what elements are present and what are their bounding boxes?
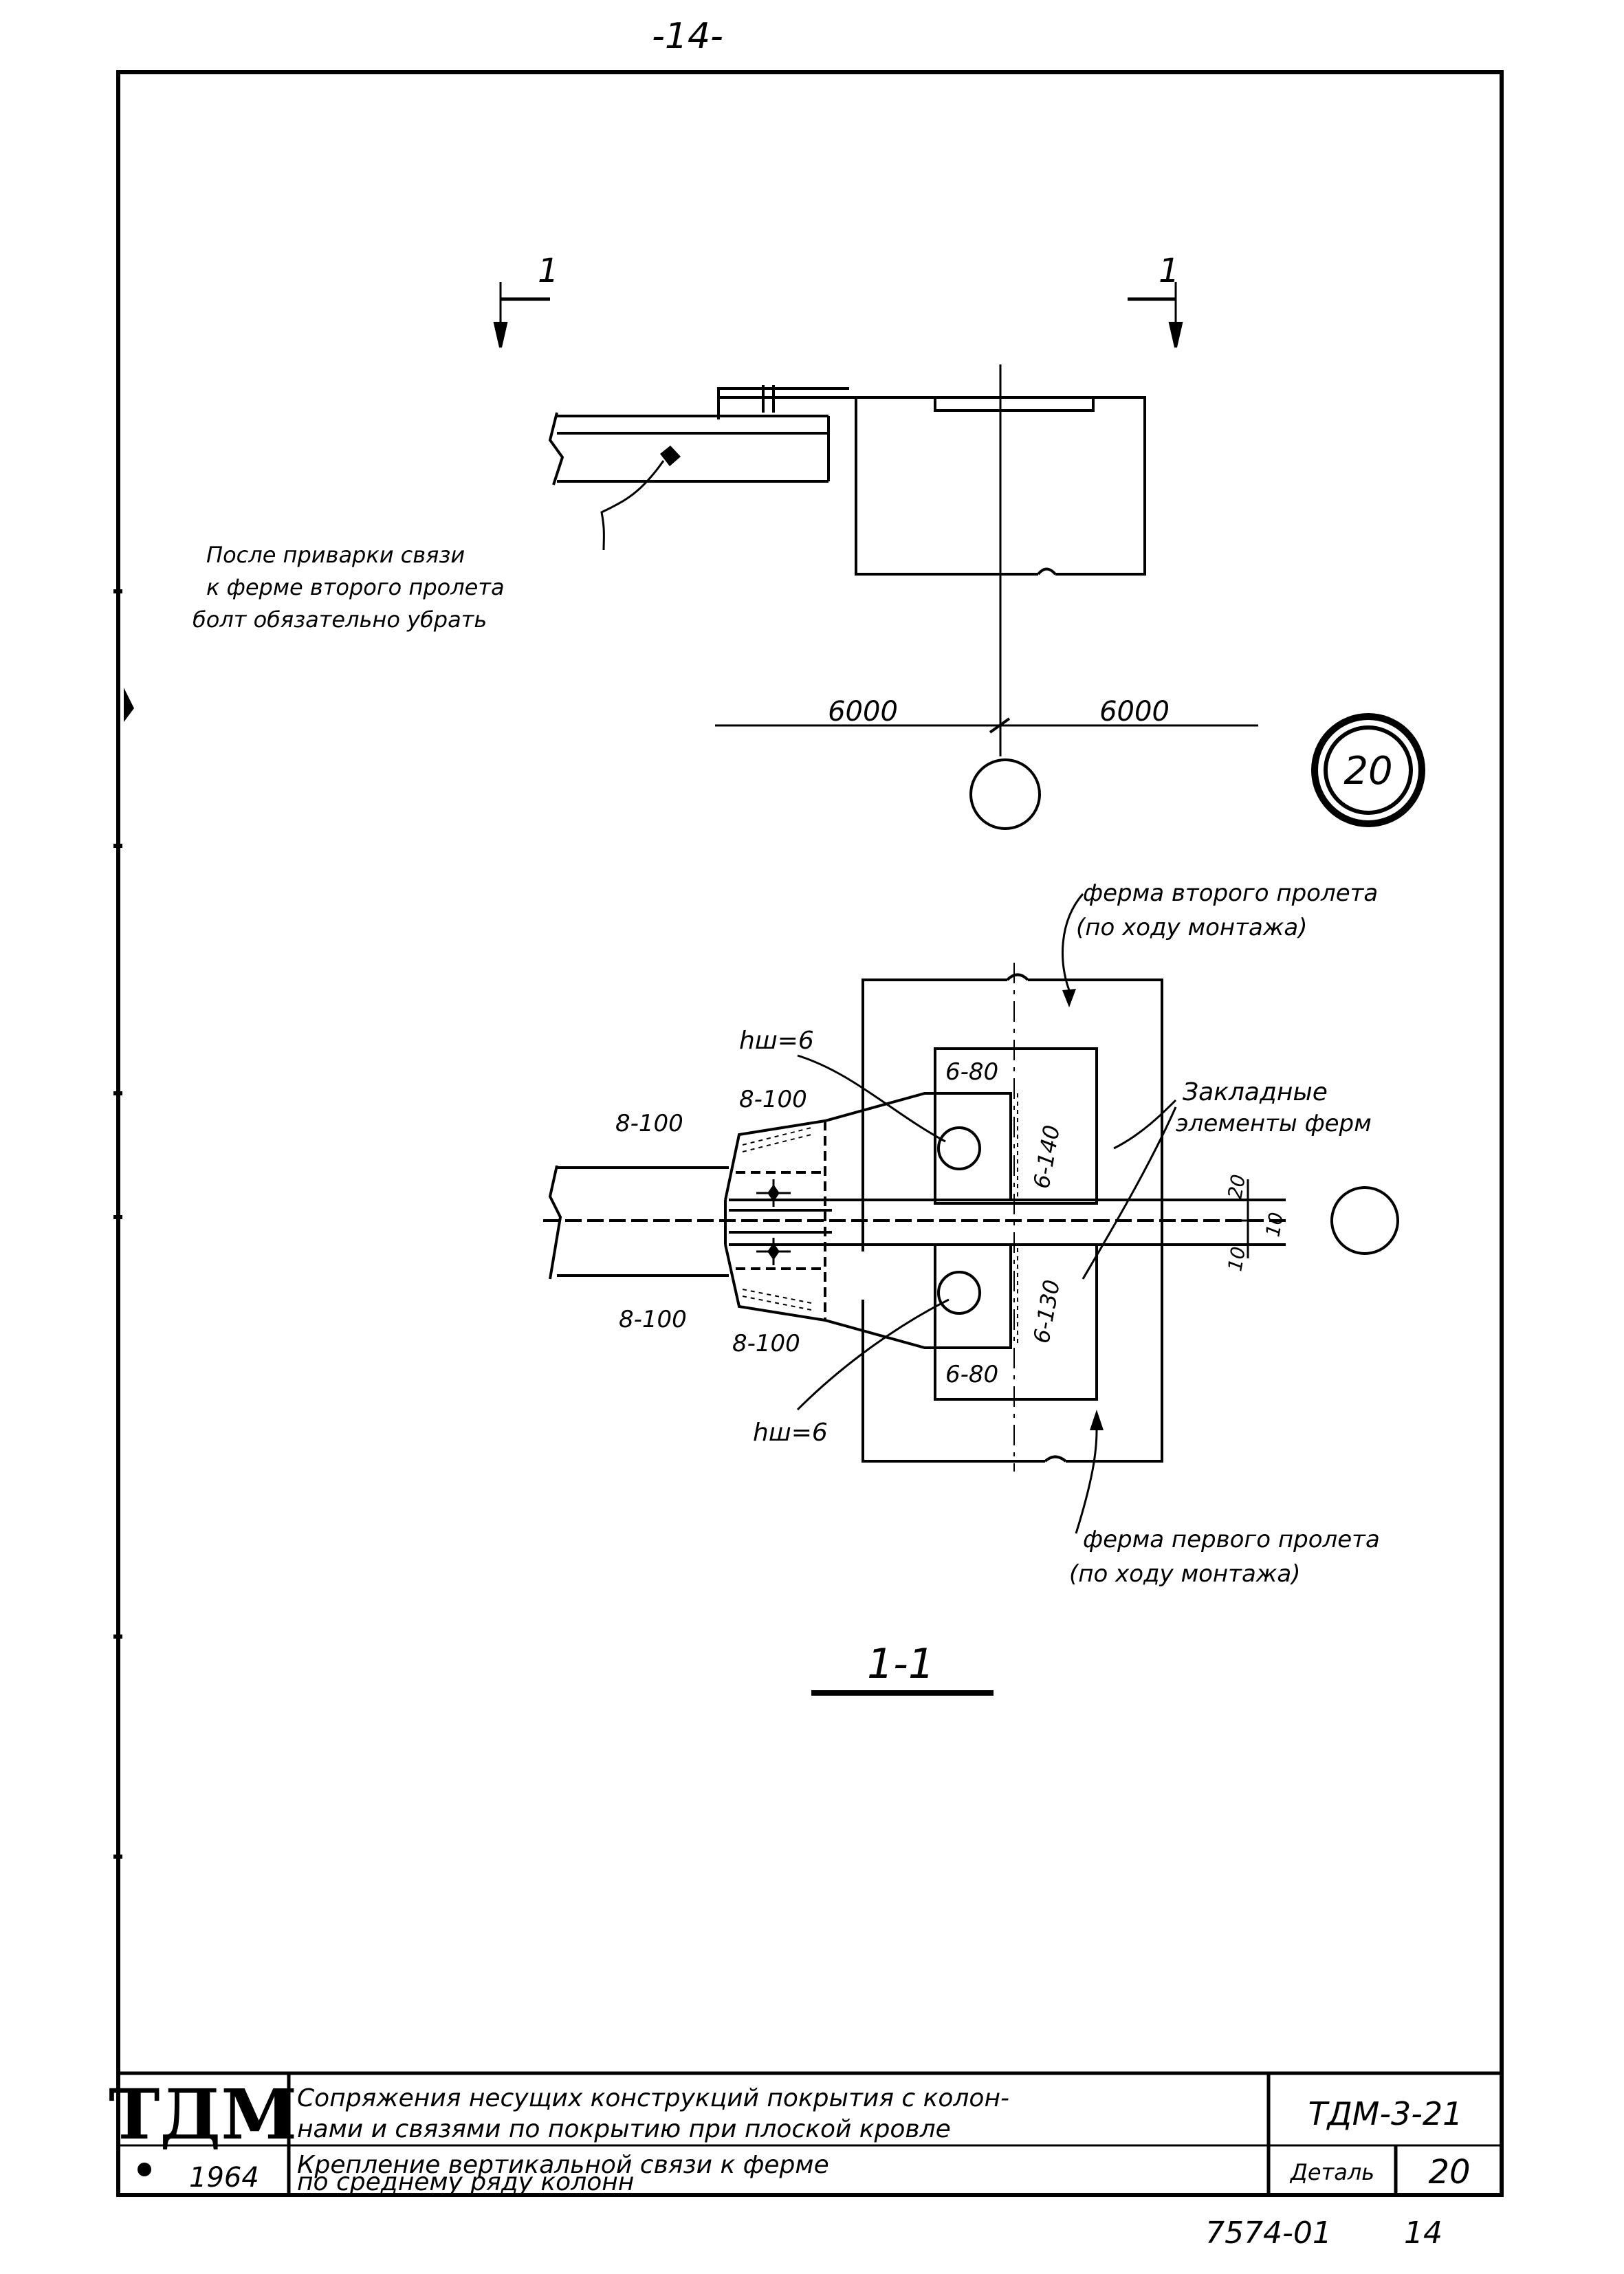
leader-weld-bottom (796, 1298, 950, 1411)
note-line-3: болт обязательно убрать (193, 606, 487, 633)
bolt-marks-section (756, 1179, 791, 1265)
section-cut-right (1128, 282, 1183, 348)
label-weld-bottom: hш=6 (753, 1419, 828, 1447)
footer-archive: 7574-01 (1205, 2216, 1332, 2251)
label-truss-first-1: ферма первого пролета (1083, 1526, 1380, 1553)
edge-arrow-mark (124, 688, 134, 722)
subtitle-line-1: Крепление вертикальной связи к ферме (297, 2151, 829, 2179)
label-weld-6140: 6-140 (1028, 1123, 1065, 1190)
label-weld-top: hш=6 (739, 1027, 814, 1055)
detail-value: 20 (1428, 2153, 1470, 2191)
bolt-hole-bottom (937, 1271, 981, 1315)
label-weld-8100-d: 8-100 (732, 1330, 800, 1357)
label-truss-second-1: ферма второго пролета (1083, 879, 1378, 907)
bracing-member-section (543, 1165, 1286, 1280)
embedded-plate-top (934, 1047, 1098, 1205)
label-weld-680-top: 6-80 (945, 1058, 998, 1086)
section-title: 1-1 (867, 1640, 934, 1688)
gusset-lower (724, 1244, 1012, 1349)
detail-label: Деталь (1289, 2159, 1374, 2185)
bracing-member-plan (548, 412, 830, 485)
label-dim-20: 20 (1223, 1172, 1250, 1201)
label-weld-8100-c: 8-100 (619, 1306, 687, 1333)
note-leader (600, 460, 665, 551)
label-dim-10a: 10 (1261, 1210, 1288, 1238)
label-truss-first-2: (по ходу монтажа) (1069, 1560, 1301, 1588)
leader-truss-first (1075, 1430, 1098, 1534)
title-block-year: 1964 (189, 2162, 259, 2194)
note-line-1: После приварки связи (206, 542, 465, 568)
plan-view: 1 1 (493, 252, 1258, 830)
label-weld-8100-a: 8-100 (615, 1110, 683, 1137)
label-embedded-2: элементы ферм (1176, 1110, 1372, 1137)
title-block-code: ТДМ-3-21 (1308, 2095, 1463, 2132)
subtitle-line-2: по среднему ряду колонн (297, 2168, 634, 2196)
section-mark-left: 1 (538, 252, 559, 290)
sheet-frame (116, 70, 1504, 2197)
section-cut-left (493, 282, 550, 348)
label-embedded-1: Закладные (1183, 1078, 1328, 1106)
title-line-2: нами и связями по покрытию при плоской к… (297, 2115, 951, 2143)
logo-blot (138, 2163, 151, 2176)
leader-embedded-bottom (1082, 1106, 1177, 1280)
bolt-marker (660, 446, 681, 466)
column-circle-plan (969, 758, 1041, 830)
label-truss-second-2: (по ходу монтажа) (1076, 914, 1308, 941)
section-mark-right: 1 (1159, 252, 1180, 290)
dimension-left: 6000 (828, 696, 898, 728)
title-line-1: Сопряжения несущих конструкций покрытия … (297, 2084, 1009, 2112)
truss-block-plan (849, 396, 1146, 576)
label-weld-680-bottom: 6-80 (945, 1361, 998, 1388)
leader-truss-second (1061, 893, 1084, 991)
gusset-upper (724, 1092, 1012, 1201)
label-dim-10b: 10 (1223, 1245, 1250, 1273)
title-block-logo: ТДМ (109, 2074, 297, 2155)
gusset-plan (717, 385, 849, 419)
page-number: -14- (652, 16, 723, 57)
section-view (543, 893, 1399, 1534)
detail-badge: 20 (1311, 713, 1425, 827)
bolt-hole-top (937, 1126, 981, 1170)
column-circle-section (1330, 1186, 1399, 1255)
edge-ticks (113, 589, 122, 1859)
footer-sheet: 14 (1404, 2216, 1442, 2251)
leader-embedded-top (1113, 1099, 1177, 1150)
note-line-2: к ферме второго пролета (206, 574, 505, 600)
detail-number: 20 (1343, 749, 1392, 794)
weld-hatches (742, 1093, 1018, 1348)
leader-weld-top (797, 1054, 946, 1143)
label-weld-8100-b: 8-100 (739, 1086, 807, 1113)
dimension-right: 6000 (1099, 696, 1170, 728)
title-block (118, 2071, 1502, 2195)
label-weld-6130: 6-130 (1028, 1278, 1065, 1345)
